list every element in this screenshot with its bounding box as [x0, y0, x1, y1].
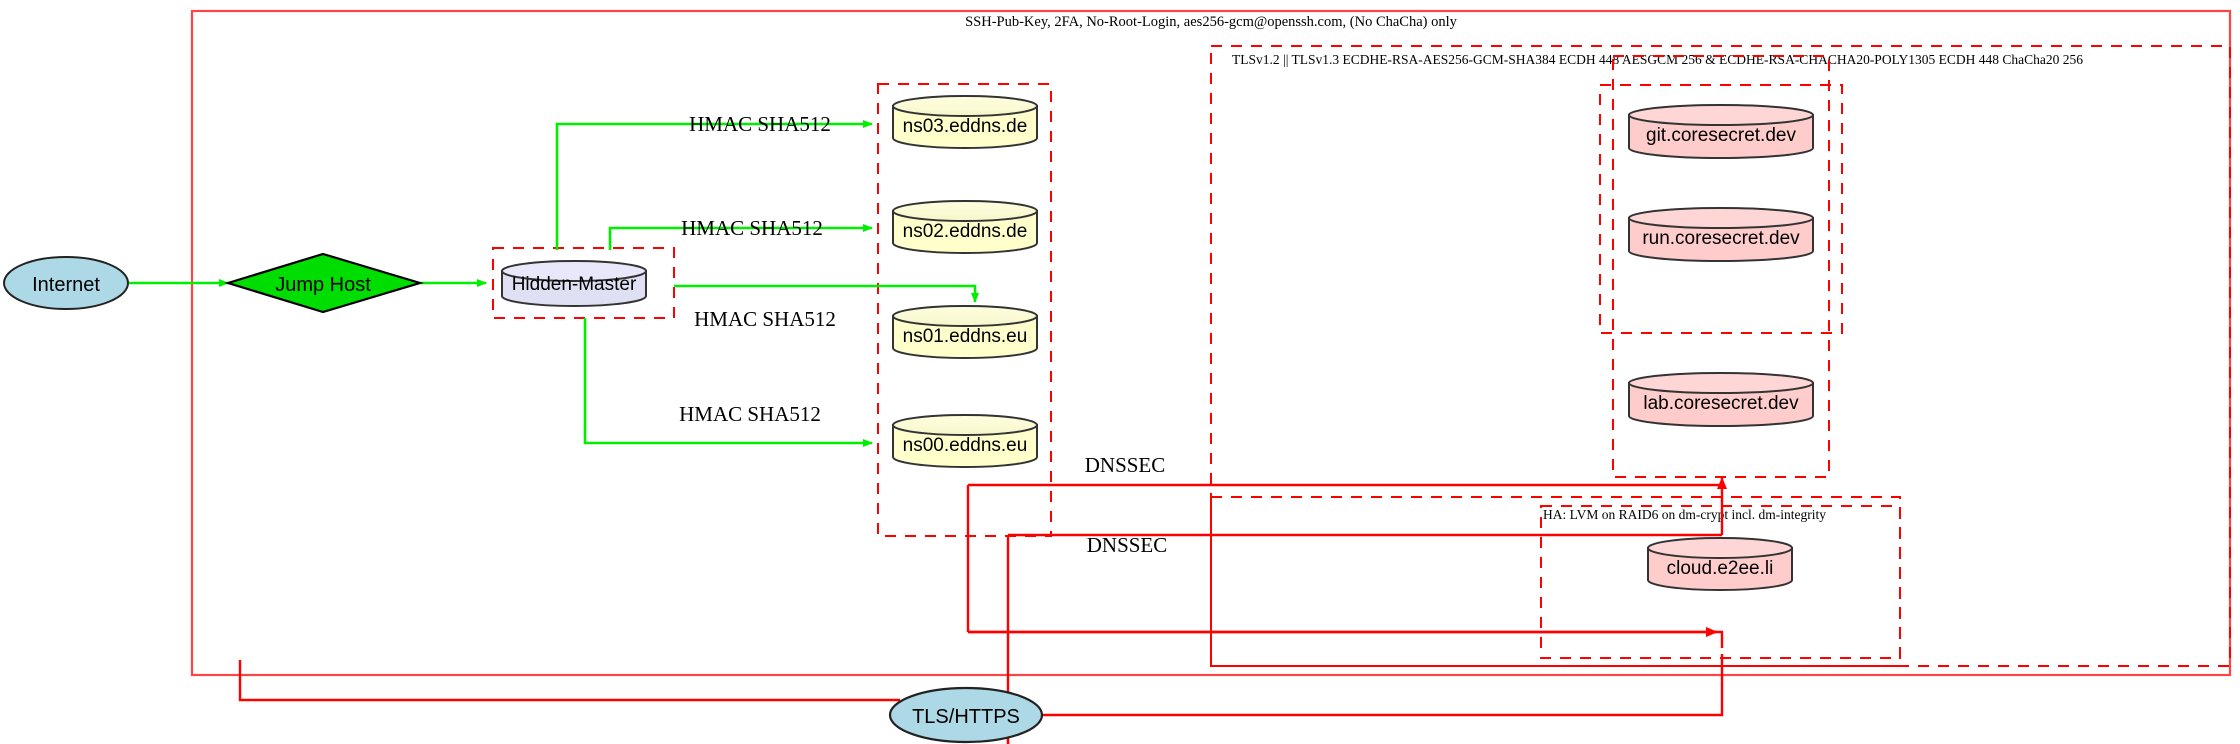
node-git-coresecret-label: git.coresecret.dev	[1646, 125, 1796, 146]
node-hidden-master-label: Hidden-Master	[512, 274, 637, 295]
node-hidden-master[interactable]: Hidden-Master	[501, 260, 647, 307]
edge-tls-https-right	[1040, 654, 1724, 717]
cluster-ssh-zone-label: SSH-Pub-Key, 2FA, No-Root-Login, aes256-…	[965, 14, 1458, 30]
edge-dnssec-to-coresecret	[968, 477, 1727, 489]
cluster-nameserver-zone	[877, 83, 1052, 537]
cluster-tls-zone-label: TLSv1.2 || TLSv1.3 ECDHE-RSA-AES256-GCM-…	[1232, 52, 2083, 67]
cluster-ha-inner-zone	[1540, 505, 1901, 659]
edge-label-dnssec-lower: DNSSEC	[1087, 533, 1168, 557]
node-lab-coresecret[interactable]: lab.coresecret.dev	[1628, 372, 1814, 427]
node-ns00-label: ns00.eddns.eu	[903, 435, 1028, 456]
node-lab-coresecret-label: lab.coresecret.dev	[1643, 393, 1799, 414]
cluster-tls-zone: TLSv1.2 || TLSv1.3 ECDHE-RSA-AES256-GCM-…	[1210, 45, 2231, 667]
node-ns03-label: ns03.eddns.de	[903, 116, 1028, 137]
node-cloud-e2ee-label: cloud.e2ee.li	[1667, 558, 1774, 579]
node-ns02-label: ns02.eddns.de	[903, 221, 1028, 242]
edge-outer-bottom-rail	[238, 660, 900, 702]
node-tls-https[interactable]: TLS/HTTPS	[888, 686, 1044, 744]
node-ns01[interactable]: ns01.eddns.eu	[892, 305, 1038, 359]
edge-label-group: HMAC SHA512 HMAC SHA512 HMAC SHA512 HMAC…	[679, 112, 1167, 557]
edge-label-hmac-ns03: HMAC SHA512	[689, 112, 831, 136]
edge-hidden-master-to-ns02	[608, 224, 873, 250]
edge-hidden-master-to-ns01	[674, 284, 979, 303]
edge-label-hmac-ns00: HMAC SHA512	[679, 402, 821, 426]
node-ns03[interactable]: ns03.eddns.de	[892, 95, 1038, 149]
edge-label-hmac-ns02: HMAC SHA512	[681, 216, 823, 240]
node-tls-https-label: TLS/HTTPS	[912, 706, 1020, 728]
dnssec-edges	[238, 477, 1727, 744]
cluster-ha-zone-label: HA: LVM on RAID6 on dm-crypt incl. dm-in…	[1543, 507, 1826, 522]
node-git-coresecret[interactable]: git.coresecret.dev	[1628, 104, 1814, 159]
edge-hidden-master-to-ns03	[555, 120, 873, 250]
node-cloud-e2ee[interactable]: cloud.e2ee.li	[1647, 537, 1793, 591]
cluster-ssh-zone: SSH-Pub-Key, 2FA, No-Root-Login, aes256-…	[190, 9, 2232, 677]
node-jump-host[interactable]: Jump Host	[224, 252, 424, 314]
node-internet[interactable]: Internet	[3, 256, 129, 310]
edge-hidden-master-to-ns00	[583, 318, 873, 447]
node-run-coresecret-label: run.coresecret.dev	[1642, 228, 1800, 249]
edge-label-hmac-ns01: HMAC SHA512	[694, 307, 836, 331]
edge-label-dnssec-upper: DNSSEC	[1085, 453, 1166, 477]
node-ns00[interactable]: ns00.eddns.eu	[892, 414, 1038, 468]
node-jump-host-label: Jump Host	[275, 274, 371, 296]
node-internet-label: Internet	[32, 274, 100, 296]
cluster-ha-zone: HA: LVM on RAID6 on dm-crypt incl. dm-in…	[1210, 496, 1901, 667]
node-ns02[interactable]: ns02.eddns.de	[892, 200, 1038, 254]
replication-edges	[126, 120, 979, 447]
node-ns01-label: ns01.eddns.eu	[903, 326, 1028, 347]
node-run-coresecret[interactable]: run.coresecret.dev	[1628, 207, 1814, 262]
cluster-coresecret-zone	[1599, 84, 1843, 334]
cluster-hidden-master-zone	[492, 247, 675, 319]
